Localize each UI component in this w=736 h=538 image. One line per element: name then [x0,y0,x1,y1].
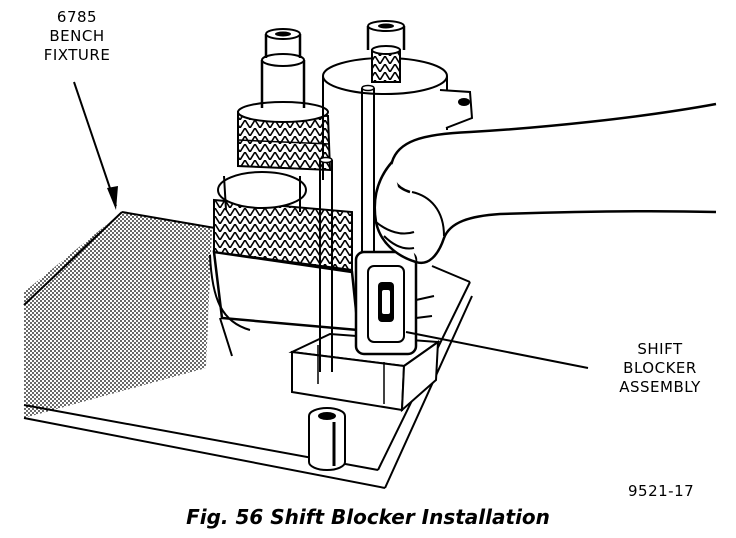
bench-fixture-label: 6785 BENCH FIXTURE [22,8,132,65]
shift-blocker-label-line: ASSEMBLY [619,378,701,396]
bench-fixture-label-line: 6785 [56,8,98,26]
leader-lines [73,81,589,369]
figure-number: 9521-17 [628,482,695,500]
main-shaft [260,28,306,108]
shift-blocker-label-line: SHIFT [637,340,683,358]
lower-gear [213,171,353,272]
fixture-pin [308,407,346,471]
figure-caption: Fig. 56 Shift Blocker Installation [186,505,550,529]
shift-blocker-label-line: BLOCKER [623,359,697,377]
bench-fixture-label-line: FIXTURE [43,46,111,64]
countershaft-gear [322,20,474,180]
shift-blocker-assembly [354,250,435,356]
upper-gear [237,101,332,172]
shift-blocker-label: SHIFT BLOCKER ASSEMBLY [592,340,728,397]
technician-hands [373,102,717,265]
bench-fixture-label-line: BENCH [49,27,105,45]
